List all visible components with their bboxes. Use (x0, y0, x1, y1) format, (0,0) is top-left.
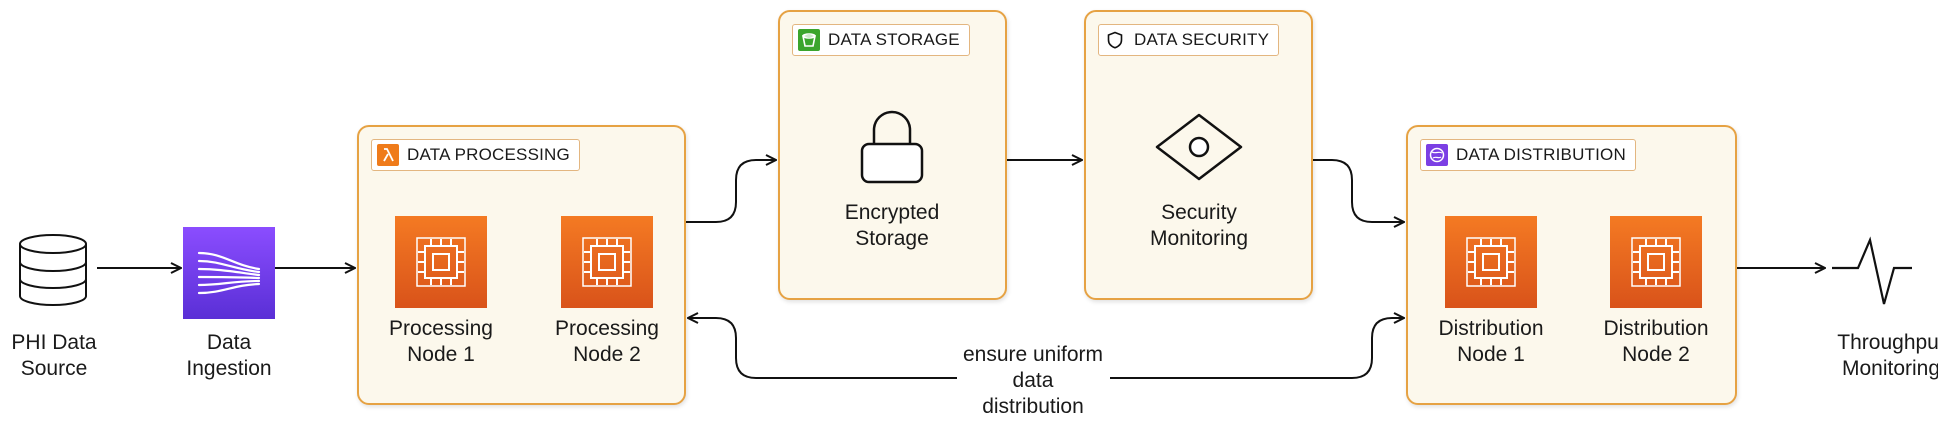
ec2-instance-icon[interactable] (561, 216, 653, 308)
distribution-node-2-label: Distribution Node 2 (1603, 317, 1709, 366)
shield-icon (1104, 29, 1126, 51)
data-security-title: DATA SECURITY (1134, 30, 1270, 49)
chip-icon (416, 237, 466, 287)
lambda-icon (377, 144, 399, 166)
edge-security-to-distribution (1313, 159, 1404, 222)
data-security-tag: DATA SECURITY (1098, 24, 1280, 56)
phi-source-label: PHI Data Source (11, 331, 97, 380)
data-distribution-title: DATA DISTRIBUTION (1456, 145, 1626, 164)
database-icon (19, 234, 87, 306)
security-monitoring-label: Security Monitoring (1149, 201, 1249, 250)
processing-node-2-label: Processing Node 2 (555, 317, 659, 366)
data-processing-title: DATA PROCESSING (407, 145, 570, 164)
throughput-label: Throughput Monitoring (1837, 331, 1938, 380)
data-storage-title: DATA STORAGE (828, 30, 960, 49)
chip-icon (1466, 237, 1516, 287)
eye-icon (1155, 113, 1243, 181)
globe-icon (1426, 144, 1448, 166)
processing-node-1-label: Processing Node 1 (389, 317, 493, 366)
data-storage-tag: DATA STORAGE (792, 24, 970, 56)
ec2-instance-icon[interactable] (1445, 216, 1537, 308)
encrypted-storage-label: Encrypted Storage (844, 201, 940, 250)
edge-label-uniform-distribution: ensure uniform data distribution (962, 343, 1104, 418)
lock-icon (860, 110, 924, 184)
data-processing-tag: DATA PROCESSING (371, 139, 580, 171)
kinesis-icon[interactable] (183, 227, 275, 319)
chip-icon (1631, 237, 1681, 287)
data-distribution-tag: DATA DISTRIBUTION (1420, 139, 1636, 171)
distribution-node-1-label: Distribution Node 1 (1438, 317, 1544, 366)
ec2-instance-icon[interactable] (1610, 216, 1702, 308)
stream-lines-icon (197, 251, 261, 295)
chip-icon (582, 237, 632, 287)
s3-bucket-icon (798, 29, 820, 51)
ingestion-label: Data Ingestion (186, 331, 272, 380)
pulse-icon (1832, 236, 1912, 305)
edge-processing-to-storage (686, 160, 776, 223)
ec2-instance-icon[interactable] (395, 216, 487, 308)
